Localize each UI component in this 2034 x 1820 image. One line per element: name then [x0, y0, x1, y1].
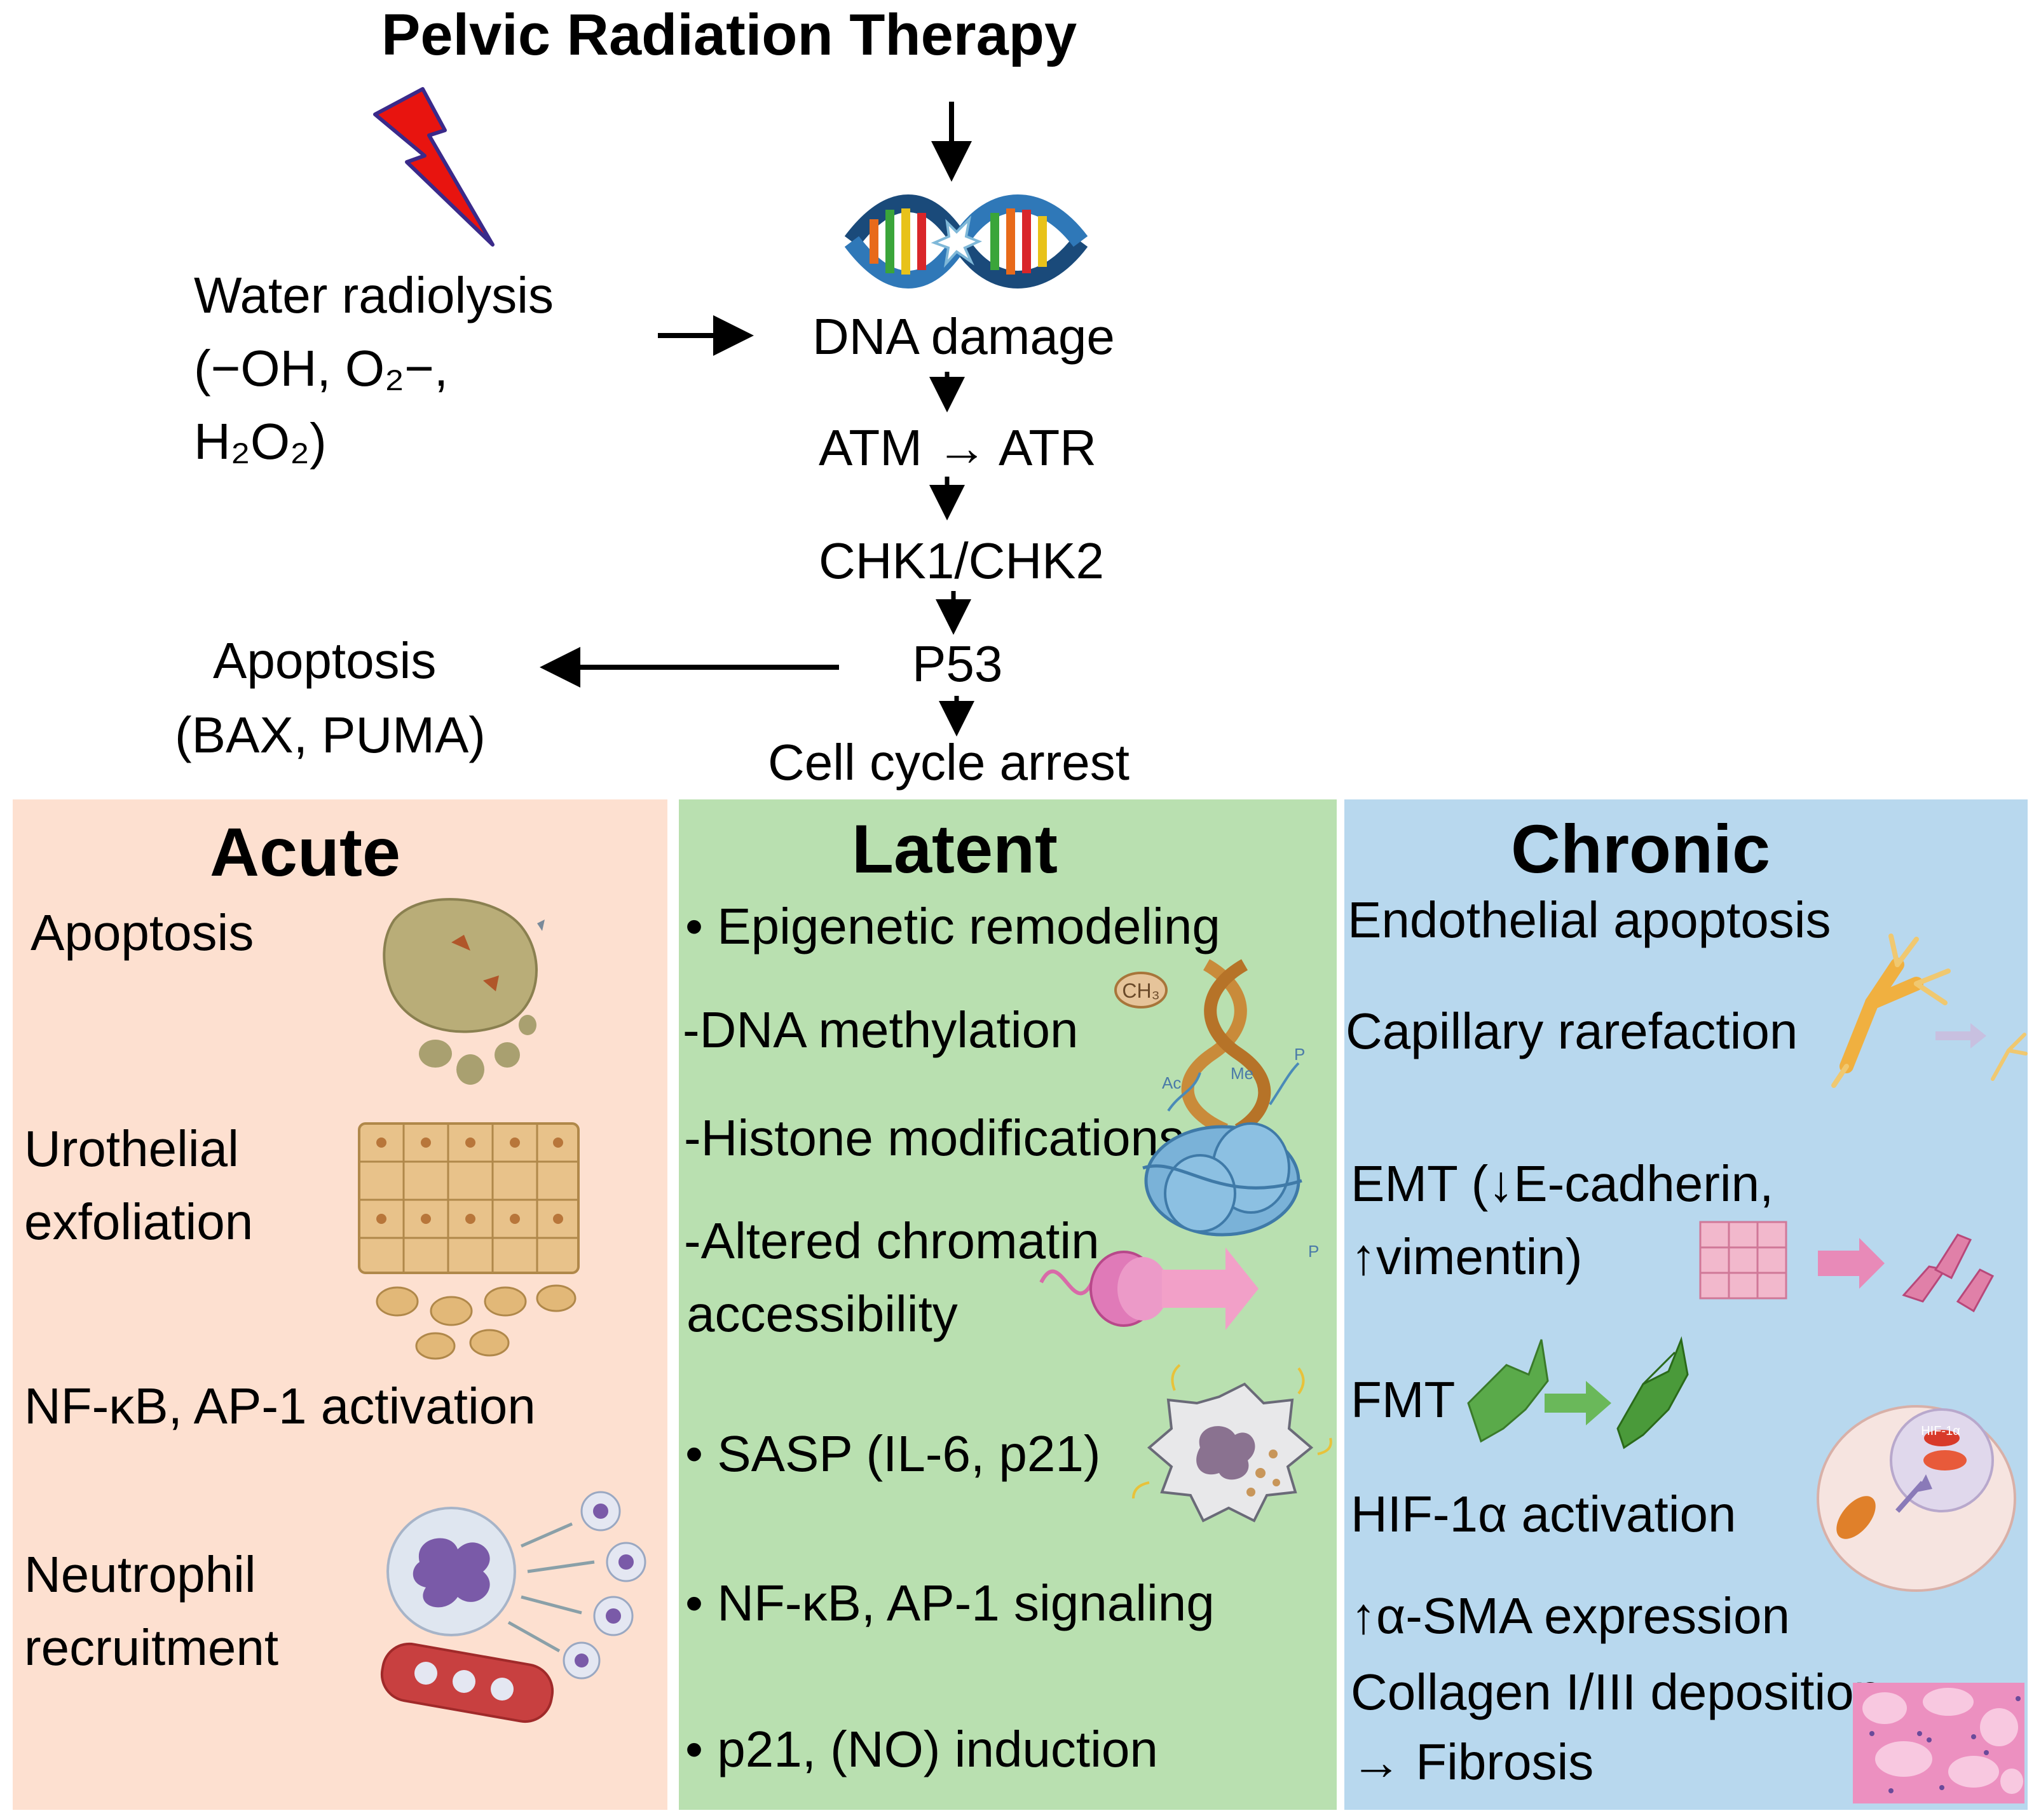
lightning-bolt-icon [373, 87, 495, 247]
chronic-fmt: FMT [1351, 1371, 1456, 1428]
acute-illustrations [358, 898, 646, 1723]
flow-graphics [373, 87, 1088, 737]
fmt-icon [1467, 1336, 1689, 1450]
apoptosis-label: Apoptosis [213, 632, 437, 689]
chronic-hif: HIF-1α activation [1351, 1486, 1737, 1542]
ch3-label: CH₃ [1122, 979, 1159, 1002]
acute-title: Acute [210, 813, 401, 890]
p-label-1: P [1294, 1045, 1305, 1064]
nucleosome-icon: Ac Me P P [1142, 1045, 1319, 1261]
latent-p21: • p21, (NO) induction [685, 1721, 1158, 1777]
diagram-title: Pelvic Radiation Therapy [381, 3, 1077, 67]
chronic-emt-line1: EMT (↓E-cadherin, [1351, 1155, 1774, 1212]
senescent-cell-icon [1132, 1364, 1332, 1523]
acute-neutrophil-line1: Neutrophil [24, 1546, 256, 1603]
atm-atr-label: ATM → ATR [819, 419, 1097, 476]
latent-sasp: • SASP (IL-6, p21) [685, 1425, 1101, 1482]
dna-damage-label: DNA damage [812, 308, 1115, 365]
apoptosis-genes-label: (BAX, PUMA) [175, 707, 486, 763]
chronic-capillary: Capillary rarefaction [1346, 1003, 1798, 1059]
me-label: Me [1231, 1064, 1253, 1083]
latent-epigenetic: • Epigenetic remodeling [685, 898, 1220, 954]
latent-dna-methylation: -DNA methylation [683, 1002, 1079, 1058]
neutrophil-icon [380, 1491, 646, 1723]
chronic-collagen-line1: Collagen I/III deposition [1351, 1664, 1883, 1720]
chronic-sma: ↑α-SMA expression [1351, 1587, 1790, 1644]
chronic-collagen-line2: → Fibrosis [1351, 1734, 1594, 1790]
water-radiolysis-line1: Water radiolysis [194, 267, 554, 323]
chromatin-accessibility-icon [1039, 1247, 1259, 1330]
latent-chromatin-line2: accessibility [686, 1286, 958, 1342]
chronic-panel: Chronic Endothelial apoptosis Capillary … [1344, 799, 2028, 1810]
cell-cycle-arrest-label: Cell cycle arrest [768, 734, 1130, 791]
acute-neutrophil-line2: recruitment [24, 1619, 279, 1676]
hif-cell-icon: HIF-1α [1817, 1405, 2016, 1592]
acute-apoptosis: Apoptosis [31, 904, 254, 961]
chronic-illustrations: HIF-1α [1467, 934, 2028, 1803]
methylated-dna-icon: CH₃ [1114, 959, 1271, 1136]
latent-chromatin-line1: -Altered chromatin [684, 1212, 1100, 1269]
fibrosis-histology-icon [1853, 1683, 2024, 1803]
water-radiolysis-line2: (−OH, O₂−, [194, 340, 449, 397]
latent-histone: -Histone modifications [684, 1110, 1184, 1166]
water-radiolysis-line3: H₂O₂) [194, 413, 327, 470]
latent-title: Latent [852, 810, 1058, 887]
apoptotic-cell-icon [383, 898, 545, 1085]
p-label-2: P [1308, 1242, 1319, 1261]
latent-panel: Latent • Epigenetic remodeling -DNA meth… [679, 799, 1337, 1810]
p53-label: P53 [912, 635, 1003, 692]
latent-illustrations: CH₃ Ac Me P P [1039, 959, 1332, 1523]
dna-helix-icon [844, 194, 1088, 289]
acute-urothelial-line1: Urothelial [24, 1120, 239, 1177]
acute-urothelial-line2: exfoliation [24, 1193, 254, 1250]
chronic-endothelial: Endothelial apoptosis [1348, 892, 1831, 948]
urothelial-tissue-icon [358, 1122, 580, 1360]
chronic-title: Chronic [1511, 810, 1771, 887]
chronic-emt-line2: ↑vimentin) [1351, 1228, 1583, 1285]
hif-icon-label: HIF-1α [1921, 1424, 1960, 1438]
emt-icon [1699, 1221, 1995, 1313]
capillary-rarefaction-icon [1831, 934, 2028, 1088]
acute-panel: Acute Apoptosis Urothelial exfoliation N… [13, 799, 667, 1810]
ac-label: Ac [1162, 1073, 1181, 1092]
latent-nfkb: • NF-κB, AP-1 signaling [685, 1575, 1215, 1631]
chk-label: CHK1/CHK2 [819, 533, 1105, 589]
acute-nfkb: NF-κB, AP-1 activation [24, 1378, 536, 1434]
